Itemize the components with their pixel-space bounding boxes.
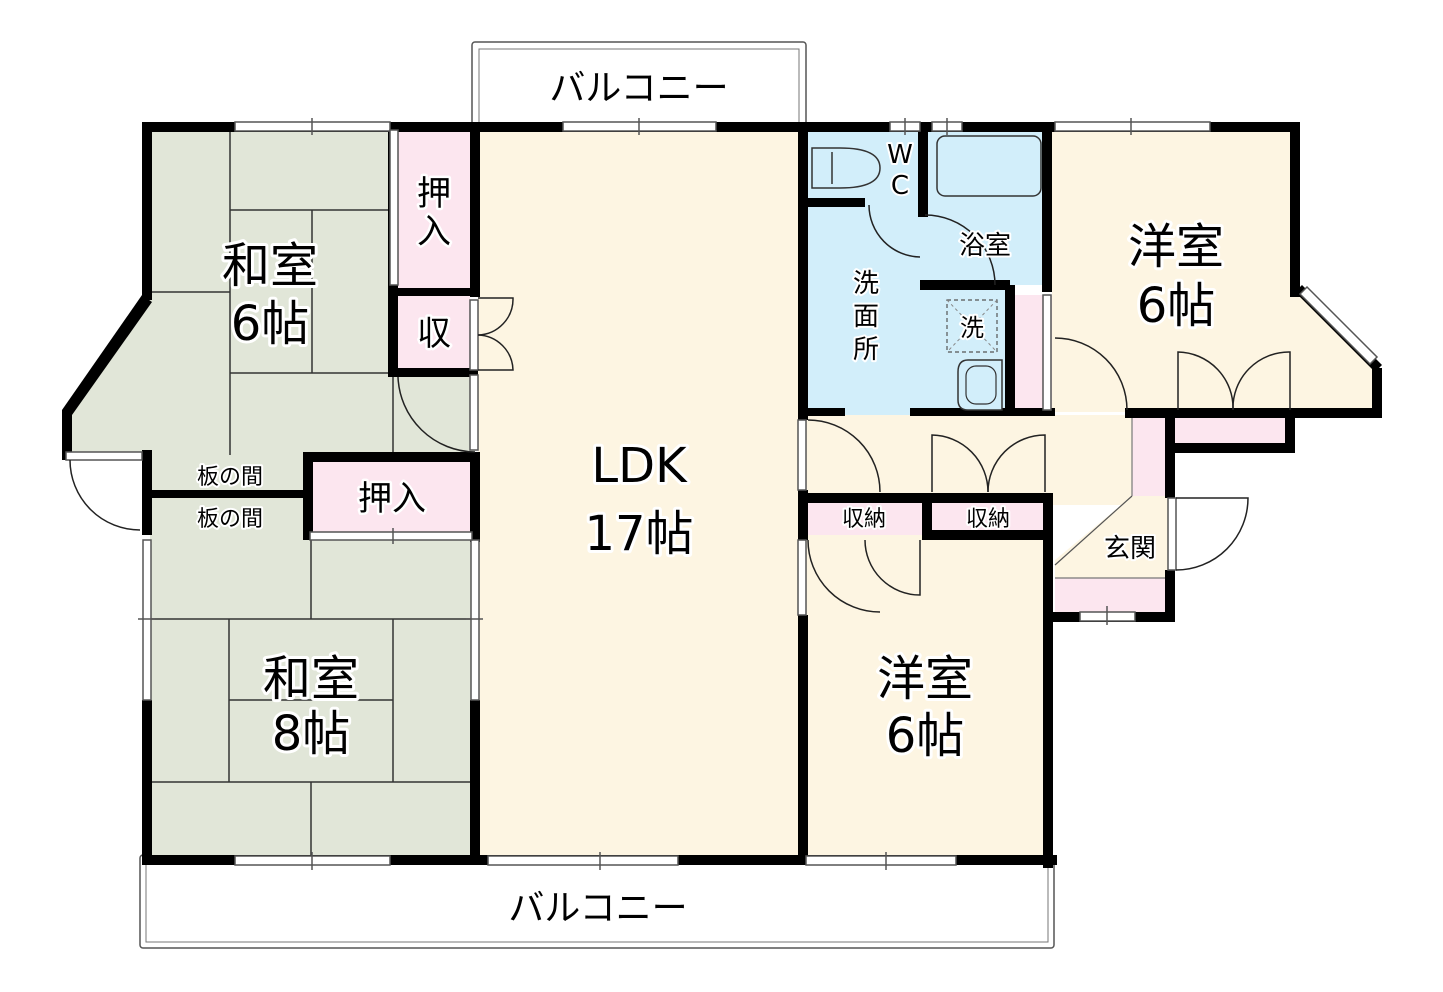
washitsu-8-size: 8帖 xyxy=(272,706,351,762)
balcony-bottom-label: バルコニー xyxy=(508,888,687,929)
washitsu-6-floor xyxy=(70,130,470,460)
yoshitsu-ne-name: 洋室 xyxy=(1128,219,1224,275)
windows xyxy=(65,118,1379,870)
genkan-stoop xyxy=(1132,418,1168,496)
washitsu-6-name: 和室 xyxy=(222,238,318,294)
washer-icon xyxy=(946,299,998,353)
shu-label: 収 xyxy=(417,314,451,354)
oshiire-mid-floor xyxy=(310,460,472,538)
itanoma-1-label: 板の間 xyxy=(197,465,263,490)
yoshitsu-s-floor xyxy=(805,535,1050,860)
oshiire-mid-label: 押入 xyxy=(358,479,426,519)
doors xyxy=(69,204,1291,613)
washitsu-6-corridor xyxy=(395,370,475,455)
wc-line2: C xyxy=(891,171,909,201)
washitsu-8-floor xyxy=(150,535,475,860)
shu-floor xyxy=(395,295,470,370)
washroom-line2: 面 xyxy=(853,302,879,332)
washroom-line1: 洗 xyxy=(853,269,879,299)
hall-floor xyxy=(805,415,1135,505)
wc-line1: W xyxy=(887,140,913,170)
shuno-1-floor xyxy=(805,500,925,535)
washitsu-6-size: 6帖 xyxy=(231,296,310,352)
washer-label: 洗 xyxy=(960,314,984,342)
balcony-top: バルコニー xyxy=(471,41,807,133)
bathtub-icon xyxy=(936,135,1042,197)
ldk-floor xyxy=(478,130,803,860)
shuno-1-label: 収納 xyxy=(842,507,886,532)
ldk-name: LDK xyxy=(591,438,688,494)
washroom-line3: 所 xyxy=(853,335,879,365)
oshiire-top-line2: 入 xyxy=(417,212,451,252)
oshiire-top-floor xyxy=(395,130,470,290)
genkan-floor xyxy=(1055,496,1168,578)
genkan-step xyxy=(1055,578,1168,613)
balcony-bottom: バルコニー xyxy=(139,854,1055,949)
oshiire-top-line1: 押 xyxy=(417,174,451,214)
ldk-size: 17帖 xyxy=(584,506,693,562)
yoshitsu-s-name: 洋室 xyxy=(877,651,973,707)
shuno-2-label: 収納 xyxy=(966,507,1010,532)
bathroom-label: 浴室 xyxy=(959,231,1011,261)
balcony-top-label: バルコニー xyxy=(549,68,728,109)
toilet-icon xyxy=(811,147,881,189)
shuno-2-floor xyxy=(930,500,1045,535)
tatami-6-lines xyxy=(150,130,395,455)
yoshitsu-s-size: 6帖 xyxy=(886,708,965,764)
itanoma-2-label: 板の間 xyxy=(197,507,263,532)
yoshitsu-ne-size: 6帖 xyxy=(1137,278,1216,334)
genkan-label: 玄関 xyxy=(1104,534,1156,564)
sink-icon xyxy=(957,359,1003,411)
washitsu-8-name: 和室 xyxy=(263,651,359,707)
